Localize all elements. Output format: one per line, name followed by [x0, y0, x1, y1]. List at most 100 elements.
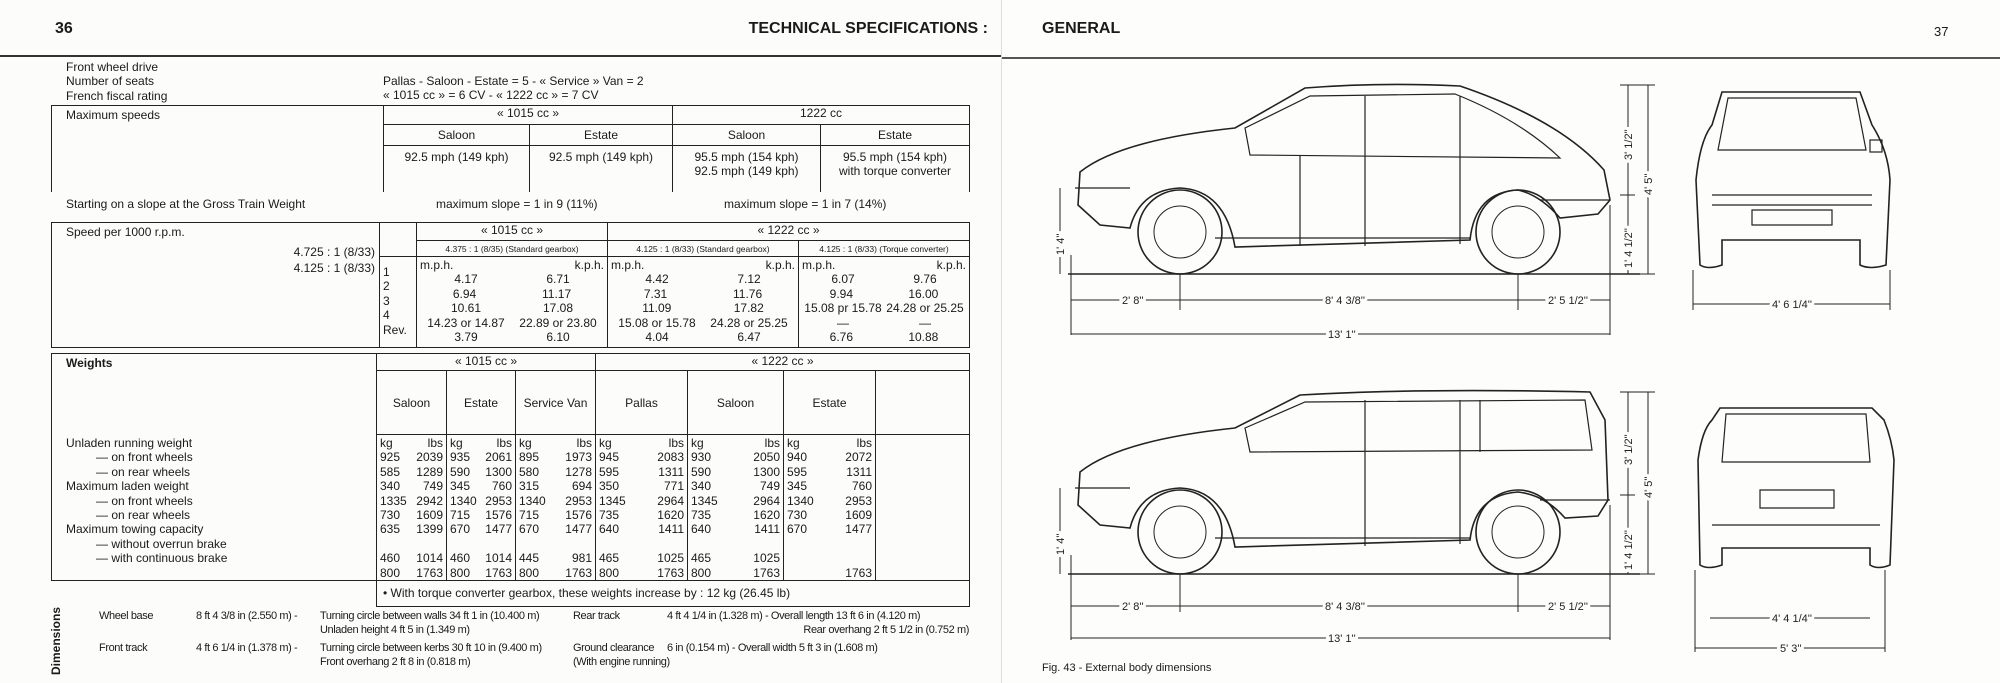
- ratio-a: 4.725 : 1 (8/33): [293, 245, 375, 259]
- speed-mph: 4.04: [645, 329, 669, 344]
- weight-lbs: 1278: [565, 464, 592, 479]
- speed-kph: 6.71: [546, 272, 570, 287]
- weights-table: Weights Unladen running weight— on front…: [51, 353, 971, 607]
- weight-kg: 340: [380, 479, 401, 494]
- body-header: Estate: [528, 124, 674, 146]
- weight-empty-column: [874, 434, 971, 581]
- weight-lbs: 2964: [753, 493, 780, 508]
- unit-mph: m.p.h.: [802, 258, 836, 272]
- speed-kph: 24.28 or 25.25: [710, 315, 788, 330]
- weight-lbs: 749: [422, 479, 443, 494]
- unit-kg: kg: [519, 436, 532, 450]
- weight-lbs: 1620: [753, 507, 780, 522]
- weight-lbs: 760: [851, 479, 872, 494]
- dim-length: 13' 1'': [1328, 329, 1356, 341]
- weight-kg: 1340: [519, 493, 546, 508]
- gearbox-header: 4.125 : 1 (8/33) (Torque converter): [797, 240, 971, 257]
- weight-value-row: 595 1311: [784, 465, 875, 479]
- intro-value: Pallas - Saloon - Estate = 5 - « Service…: [383, 74, 644, 88]
- weight-kg: 945: [599, 450, 620, 465]
- gear-label: 3: [383, 293, 390, 308]
- speed-label: Speed per 1000 r.p.m.: [66, 225, 185, 239]
- weight-value-row: [516, 537, 595, 551]
- ground-clearance-label: Ground clearance: [573, 642, 655, 654]
- slope-1222: maximum slope = 1 in 7 (14%): [724, 197, 887, 211]
- speed-label-cell: Speed per 1000 r.p.m. 4.725 : 1 (8/33) 4…: [51, 222, 380, 348]
- speed-kph: 10.88: [908, 329, 939, 344]
- unit-mph: m.p.h.: [611, 258, 645, 272]
- weight-lbs: 2953: [565, 493, 592, 508]
- speed-row: ——: [799, 316, 969, 330]
- unit-kg: kg: [380, 436, 393, 450]
- weight-kg: 315: [519, 479, 540, 494]
- speed-kph: 24.28 or 25.25: [886, 301, 964, 316]
- weight-lbs: 760: [491, 479, 512, 494]
- max-speed-value: 95.5 mph (154 kph) 92.5 mph (149 kph): [672, 145, 822, 192]
- max-speeds-label: Maximum speeds: [51, 105, 384, 192]
- weight-lbs: 2953: [485, 493, 512, 508]
- page-title: TECHNICAL SPECIFICATIONS :: [748, 20, 988, 37]
- weight-row-label: — on rear wheels: [96, 464, 191, 479]
- weight-kg: 735: [599, 507, 620, 522]
- front-track-label: Front track: [99, 642, 148, 654]
- weight-kg: 590: [450, 464, 471, 479]
- gear-label: 2: [383, 279, 390, 294]
- speed-units-row: m.p.h. k.p.h.: [608, 258, 798, 272]
- weights-row-labels: Unladen running weight— on front wheels—…: [66, 370, 362, 566]
- slope-1015: maximum slope = 1 in 9 (11%): [436, 197, 598, 211]
- weight-lbs: 1620: [657, 507, 684, 522]
- dim-front-overhang: 2' 8'': [1122, 601, 1144, 613]
- unit-kph: k.p.h.: [765, 258, 795, 272]
- weight-value-row: 1340 2953: [516, 494, 595, 508]
- weight-kg: 800: [450, 565, 471, 580]
- engine-1015-header: « 1015 cc »: [376, 353, 596, 371]
- speed-mph: 4.42: [645, 272, 669, 287]
- saloon-front-view: [1695, 91, 1891, 269]
- weight-kg: 595: [787, 464, 808, 479]
- weight-value-row: 1763: [784, 566, 875, 580]
- speed-kph: 6.47: [737, 329, 761, 344]
- saloon-dimension-lines: [1059, 84, 1891, 335]
- weight-lbs: 1311: [846, 464, 872, 479]
- weight-lbs: 981: [571, 551, 592, 566]
- ground-clearance-note: (With engine running): [573, 656, 670, 668]
- weight-value-row: [377, 537, 446, 551]
- right-page: GENERAL 37 Fig. 43 - External body dimen…: [1001, 0, 2000, 683]
- speed-kph: 22.89 or 23.80: [519, 315, 597, 330]
- weight-kg: 735: [691, 507, 712, 522]
- weight-row-label: — on front wheels: [96, 450, 193, 465]
- weight-kg: 1340: [787, 493, 814, 508]
- weights-label-cell: Weights Unladen running weight— on front…: [51, 353, 377, 581]
- engine-1222-header: 1222 cc: [672, 105, 971, 125]
- page-gutter: [1001, 0, 1002, 683]
- dim-rear-overhang: 2' 5 1/2'': [1548, 601, 1588, 613]
- weight-lbs: 1300: [485, 464, 512, 479]
- speed-kph: 6.10: [546, 329, 570, 344]
- estate-rear-view: [1697, 407, 1895, 569]
